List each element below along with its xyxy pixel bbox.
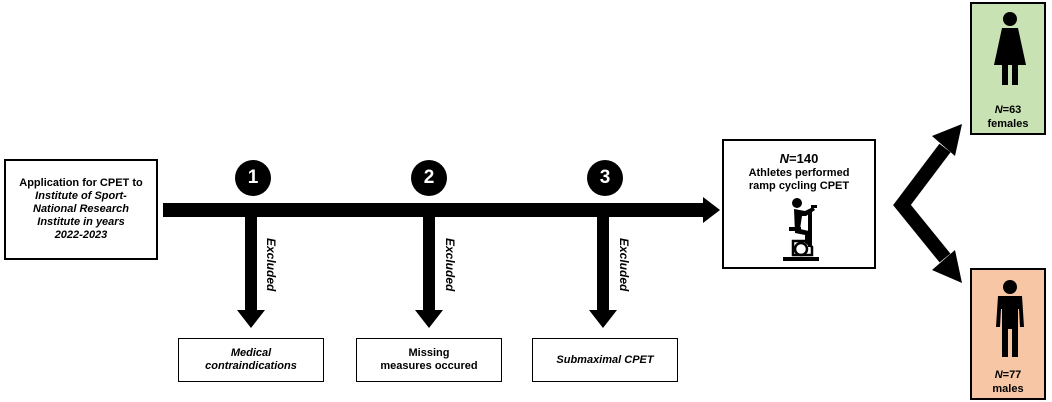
male-icon — [996, 280, 1024, 357]
excluded-label-3: Excluded — [617, 238, 631, 292]
females-label: females — [987, 118, 1029, 130]
males-label: males — [992, 383, 1024, 395]
exclusion-arrow-1-head — [237, 310, 265, 328]
excluded-label-2: Excluded — [443, 238, 457, 292]
application-line-3: National Research — [33, 203, 129, 215]
application-box: Application for CPET to Institute of Spo… — [4, 159, 158, 260]
exclusion-reason-2: Missing measures occured — [356, 338, 502, 382]
exclusion-reason-3: Submaximal CPET — [532, 338, 678, 382]
exclusion-arrow-2-shaft — [423, 210, 435, 310]
result-line-2: ramp cycling CPET — [748, 180, 850, 192]
application-line-1: Application for CPET to — [19, 177, 143, 189]
result-line-1: Athletes performed — [748, 167, 850, 179]
result-count: N=140 — [780, 151, 819, 167]
females-n-value: =63 — [1002, 104, 1022, 116]
males-count: N=77 — [972, 369, 1044, 382]
exclusion-reason-1: Medical contraindications — [178, 338, 324, 382]
step-1-circle: 1 — [235, 160, 271, 196]
application-line-5: 2022-2023 — [54, 229, 108, 241]
exclusion-reason-1-line-2: contraindications — [205, 360, 297, 372]
females-box: N=63 females — [970, 2, 1046, 135]
males-box: N=77 males — [970, 268, 1046, 400]
exclusion-reason-3-line-1: Submaximal CPET — [556, 353, 654, 366]
female-icon — [994, 12, 1026, 85]
exclusion-arrow-2-head — [415, 310, 443, 328]
main-arrow-head — [703, 197, 720, 223]
excluded-label-1: Excluded — [264, 238, 278, 292]
application-line-2: Institute of Sport- — [35, 190, 127, 202]
result-n-value: =140 — [789, 151, 819, 166]
step-2-circle: 2 — [411, 160, 447, 196]
result-box: N=140 Athletes performed ramp cycling CP… — [722, 139, 876, 269]
males-n-symbol: N — [994, 369, 1003, 381]
exclusion-reason-2-line-2: measures occured — [380, 360, 478, 372]
split-arrow-head-down — [932, 250, 962, 283]
step-3-circle: 3 — [587, 160, 623, 196]
females-n-symbol: N — [994, 104, 1003, 116]
exclusion-arrow-1-shaft — [245, 210, 257, 310]
split-arrow — [893, 143, 951, 263]
exclusion-reason-2-line-1: Missing — [408, 347, 450, 359]
application-line-4: Institute in years — [37, 216, 125, 228]
females-count: N=63 — [972, 104, 1044, 117]
split-arrow-head-up — [932, 124, 962, 156]
exclusion-arrow-3-shaft — [597, 210, 609, 310]
exercise-bike-icon — [783, 198, 819, 261]
result-n-symbol: N — [779, 151, 790, 166]
exclusion-reason-1-line-1: Medical — [230, 347, 272, 359]
exclusion-arrow-3-head — [589, 310, 617, 328]
males-n-value: =77 — [1002, 369, 1022, 381]
